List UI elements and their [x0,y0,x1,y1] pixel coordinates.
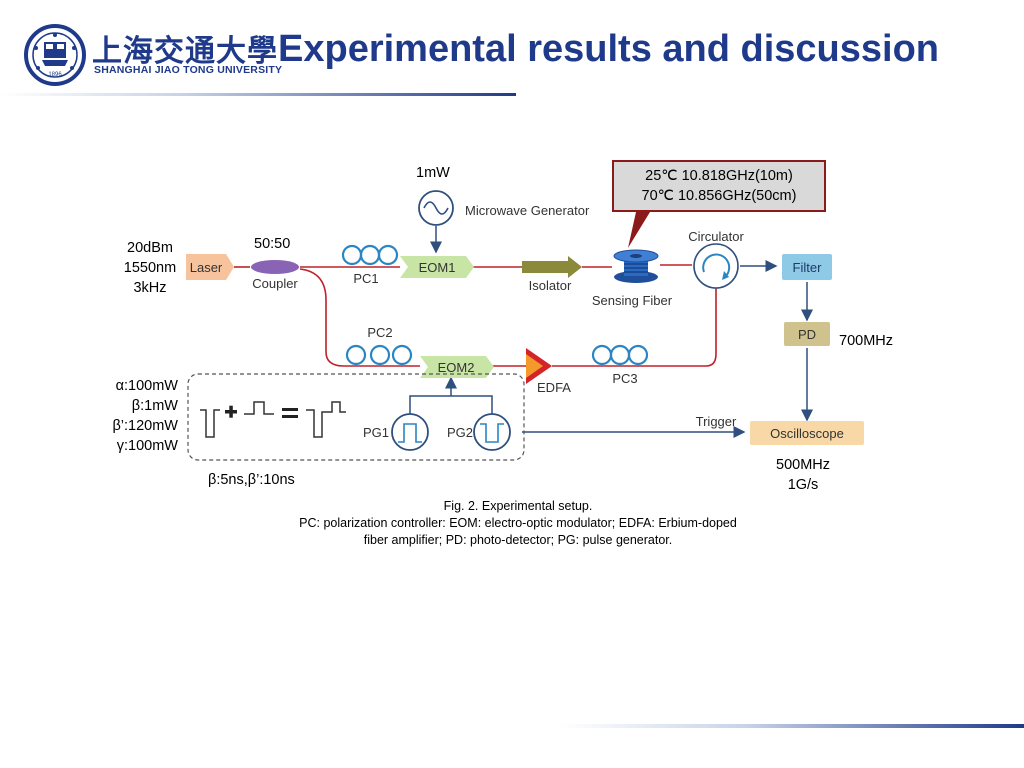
pulse-power-specs: α:100mW β:1mW β’:120mW γ:100mW [88,376,178,456]
eom1: EOM1 [400,256,474,278]
gamma-annotation: γ:100mW [116,438,178,454]
pc2-label: PC2 [367,325,392,340]
pulse-combination-illustration [200,401,346,438]
equals-icon [282,408,298,418]
pg1: PG1 [363,413,429,451]
pd-bandwidth-annotation: 700MHz [839,333,893,349]
pulse-result-icon [306,401,346,438]
caption-line-2: PC: polarization controller: EOM: electr… [299,516,737,530]
eom2: EOM2 [420,356,494,378]
filter-label: Filter [793,260,823,275]
temp-line-1: 25℃ 10.818GHz(10m) [645,168,793,184]
microwave-generator: Microwave Generator [418,190,590,226]
pc1 [341,244,399,266]
pg1-pulse-icon [398,423,422,443]
pg-bus-to-eom2 [409,380,493,412]
pc1-label: PC1 [353,271,378,286]
isolator-label: Isolator [529,278,572,293]
university-seal-icon: 1896 [24,24,86,86]
sensing-fiber-label: Sensing Fiber [592,293,673,308]
isolator: Isolator [522,256,582,293]
laser-specs: 20dBm 1550nm 3kHz [110,238,190,298]
alpha-annotation: α:100mW [115,378,178,394]
eom2-label: EOM2 [438,360,475,375]
beta-prime-annotation: β’:120mW [112,418,178,434]
edfa-label: EDFA [537,380,571,395]
laser-linewidth-annotation: 3kHz [133,280,167,296]
page-title: Experimental results and discussion [278,28,939,70]
temperature-frequency-callout: 25℃ 10.818GHz(10m) 70℃ 10.856GHz(50cm) [612,160,826,212]
fiber-coupler-lower-arm [299,268,420,367]
pulse-alpha-icon [200,409,220,438]
fiber-paths [299,264,717,367]
pg1-label: PG1 [363,425,389,440]
electrical-paths [409,226,813,438]
header-divider [0,93,516,96]
pulse-generator-group [187,373,525,461]
circulator-label: Circulator [688,229,744,244]
photodetector: PD [784,322,830,346]
microwave-generator-label: Microwave Generator [465,203,590,218]
coupler-ratio-annotation: 50:50 [254,236,291,252]
osc-rate-annotation: 1G/s [787,477,819,493]
pc3-label: PC3 [612,371,637,386]
pc2 [345,344,413,366]
temp-line-2: 70℃ 10.856GHz(50cm) [641,188,797,204]
trigger-label: Trigger [696,414,737,429]
oscilloscope: Oscilloscope [750,421,864,445]
pd-label: PD [798,327,816,342]
temp-callout-pointer [628,212,650,248]
circulator: Circulator [688,229,744,289]
pg2-label: PG2 [447,425,473,440]
laser-label: Laser [190,260,223,275]
laser-wavelength-annotation: 1550nm [123,260,177,276]
footer-divider [560,724,1024,728]
oscilloscope-specs: 500MHz 1G/s [762,455,844,495]
university-logo: 1896 [22,24,88,86]
sensing-fiber: Sensing Fiber [592,249,673,308]
pulse-beta-icon [244,401,274,415]
laser: Laser [186,254,234,280]
coupler-label: Coupler [252,276,298,291]
beta-annotation: β:1mW [131,398,178,414]
university-name-english: SHANGHAI JIAO TONG UNIVERSITY [94,64,283,76]
caption-line-1: Fig. 2. Experimental setup. [443,499,593,513]
osc-bandwidth-annotation: 500MHz [776,457,830,473]
sine-wave-icon [423,201,449,215]
figure-caption: Fig. 2. Experimental setup. PC: polariza… [262,498,774,549]
seal-year: 1896 [48,72,62,78]
pg2: PG2 [447,413,511,451]
coupler: Coupler [251,260,299,291]
filter: Filter [782,254,832,280]
circulator-rotation-icon [702,253,731,277]
eom1-label: EOM1 [419,260,456,275]
oscilloscope-label: Oscilloscope [770,426,844,441]
edfa: EDFA [526,348,571,395]
university-name-chinese: 上海交通大學 [92,34,278,69]
caption-line-3: fiber amplifier; PD: photo-detector; PG:… [363,533,673,547]
pg2-pulse-icon [480,423,504,443]
plus-icon [225,405,237,418]
mw-power-annotation: 1mW [416,165,450,181]
laser-power-annotation: 20dBm [127,240,173,256]
pulse-width-annotation: β:5ns,β’:10ns [208,472,295,488]
fiber-edfa-to-circulator [552,284,717,367]
pc3 [591,344,649,366]
